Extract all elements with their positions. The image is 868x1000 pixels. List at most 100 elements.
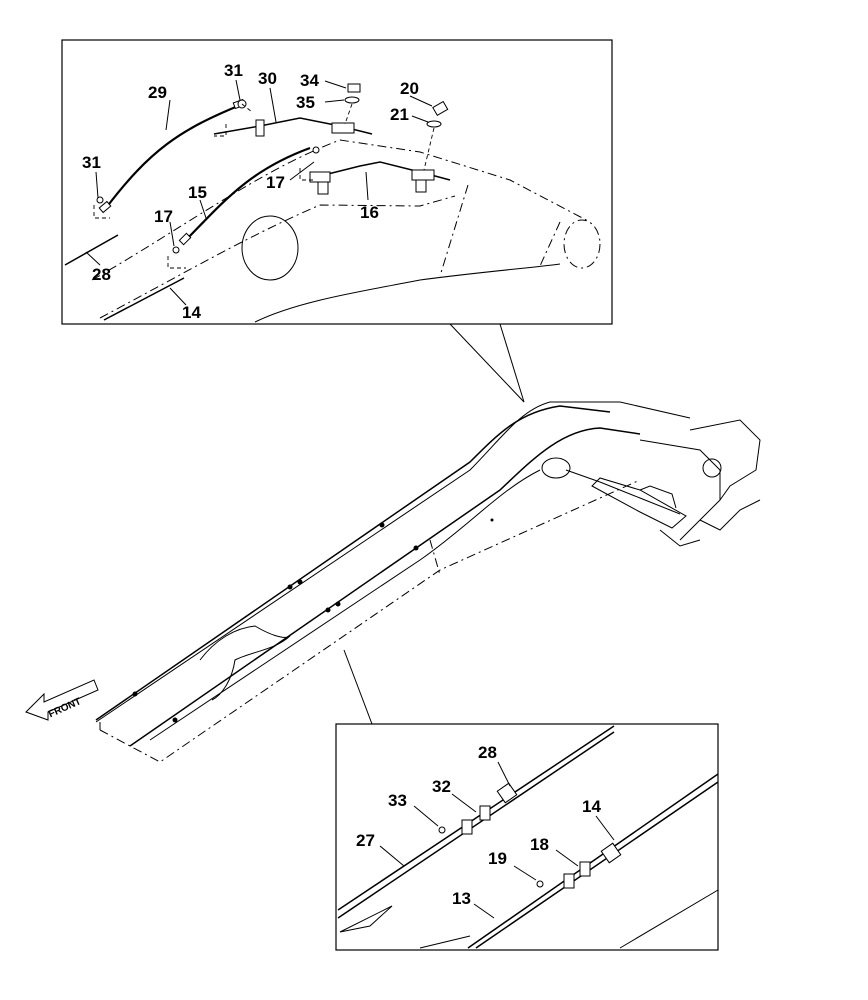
pipe-line-upper xyxy=(95,405,611,721)
label-34: 34 xyxy=(300,71,319,90)
pipe-13 xyxy=(467,773,719,949)
main-boom-view: FRONT xyxy=(25,401,761,763)
boom-side-line xyxy=(149,469,541,741)
label-17-left: 17 xyxy=(154,207,173,226)
clamp-dot xyxy=(335,601,341,607)
boom-end-pin xyxy=(563,219,601,269)
leader-28a xyxy=(85,251,101,266)
clamp-dot xyxy=(287,584,293,590)
oring-21 xyxy=(426,120,442,128)
plug-20 xyxy=(432,100,449,117)
boom-edge-right xyxy=(619,889,719,949)
label-13: 13 xyxy=(452,889,471,908)
cylinder-body xyxy=(591,477,687,529)
hose-29-fitting-low xyxy=(98,200,112,214)
clamp-14 xyxy=(600,842,622,864)
label-31-left: 31 xyxy=(82,153,101,172)
leader-18 xyxy=(555,849,579,867)
leader-34 xyxy=(324,80,347,89)
label-14-top: 14 xyxy=(182,303,201,322)
leader-35 xyxy=(324,99,345,103)
boom-outline-upper xyxy=(91,139,591,281)
boom-edge-slot-left xyxy=(339,905,393,933)
top-detail-frame xyxy=(61,39,613,325)
hose-15 xyxy=(185,146,311,241)
label-14-bottom: 14 xyxy=(582,797,601,816)
clamp-dot xyxy=(325,607,331,613)
label-20: 20 xyxy=(400,79,419,98)
oring-17-left xyxy=(172,246,180,254)
boom-edge-lower xyxy=(419,935,471,949)
bolt-33 xyxy=(438,826,446,834)
cylinder-rod xyxy=(565,469,681,515)
mount-frame xyxy=(689,419,761,501)
assembly-line-17a xyxy=(167,256,186,269)
label-30: 30 xyxy=(258,69,277,88)
leader-16 xyxy=(365,171,369,201)
clamp-dot xyxy=(172,717,178,723)
bolt-19 xyxy=(536,880,544,888)
clamp-32 xyxy=(479,805,491,821)
leader-14a xyxy=(169,287,187,306)
boom-top-edge xyxy=(95,401,691,723)
leader-28b xyxy=(497,761,511,787)
label-28-bottom: 28 xyxy=(478,743,497,762)
pipe-16-block-right xyxy=(411,169,435,181)
clamp-block-upper xyxy=(461,819,473,835)
oring-31-left xyxy=(96,196,104,204)
pipe-16-block-left xyxy=(309,171,331,183)
mount-detail xyxy=(639,485,677,509)
leader-14b xyxy=(595,815,615,841)
assembly-line-31b xyxy=(93,205,110,219)
leader-33 xyxy=(413,805,439,827)
pipe-16-clamp-left xyxy=(317,181,329,195)
pipe-14-top xyxy=(103,277,185,321)
label-31-top: 31 xyxy=(224,61,243,80)
pipe-30-block xyxy=(331,122,355,134)
hose-15-fitting-low xyxy=(178,232,192,246)
mount-pin xyxy=(702,458,722,478)
assembly-line-35 xyxy=(344,103,353,125)
clamp-28 xyxy=(496,782,518,804)
boom-section-line-2 xyxy=(539,221,561,267)
leader-27 xyxy=(379,845,405,867)
pipe-clamps xyxy=(132,518,494,723)
clamp-18 xyxy=(579,861,591,877)
label-28-top: 28 xyxy=(92,265,111,284)
pipe-line-lower xyxy=(129,427,641,747)
boom-pin-hole xyxy=(241,215,299,281)
label-27: 27 xyxy=(356,831,375,850)
label-19: 19 xyxy=(488,849,507,868)
clamp-dot xyxy=(379,522,385,528)
clamp-block-lower xyxy=(563,873,575,889)
pipe-30-clamp xyxy=(255,119,265,137)
label-33: 33 xyxy=(388,791,407,810)
leader-19 xyxy=(513,865,537,881)
leader-13 xyxy=(473,903,495,919)
clamp-dot xyxy=(132,691,138,697)
label-16: 16 xyxy=(360,203,379,222)
mount-foot xyxy=(659,529,701,547)
label-21: 21 xyxy=(390,105,409,124)
pipe-27 xyxy=(337,725,615,911)
top-detail-view: 31 30 34 35 20 21 29 31 15 17 17 16 28 1… xyxy=(61,39,613,403)
leader-17b xyxy=(289,161,315,181)
leader-21 xyxy=(411,115,429,123)
pipe-27-edge xyxy=(337,731,615,919)
clamp-dot xyxy=(490,518,494,522)
assembly-line-21 xyxy=(423,127,435,171)
boom-section-line xyxy=(439,184,469,277)
boom-outline-mid xyxy=(99,195,456,319)
front-arrow-icon: FRONT xyxy=(25,679,99,721)
label-35: 35 xyxy=(296,93,315,112)
top-callout-leader xyxy=(449,323,525,403)
oring-35 xyxy=(344,96,360,104)
leader-32 xyxy=(451,793,477,813)
clamp-dot xyxy=(297,579,303,585)
pipe-16-clamp-right xyxy=(415,179,427,193)
front-arrow-shape xyxy=(25,679,99,721)
clamp-dot xyxy=(413,545,419,551)
leader-31a xyxy=(235,79,241,101)
pipe-28-top xyxy=(64,234,119,266)
